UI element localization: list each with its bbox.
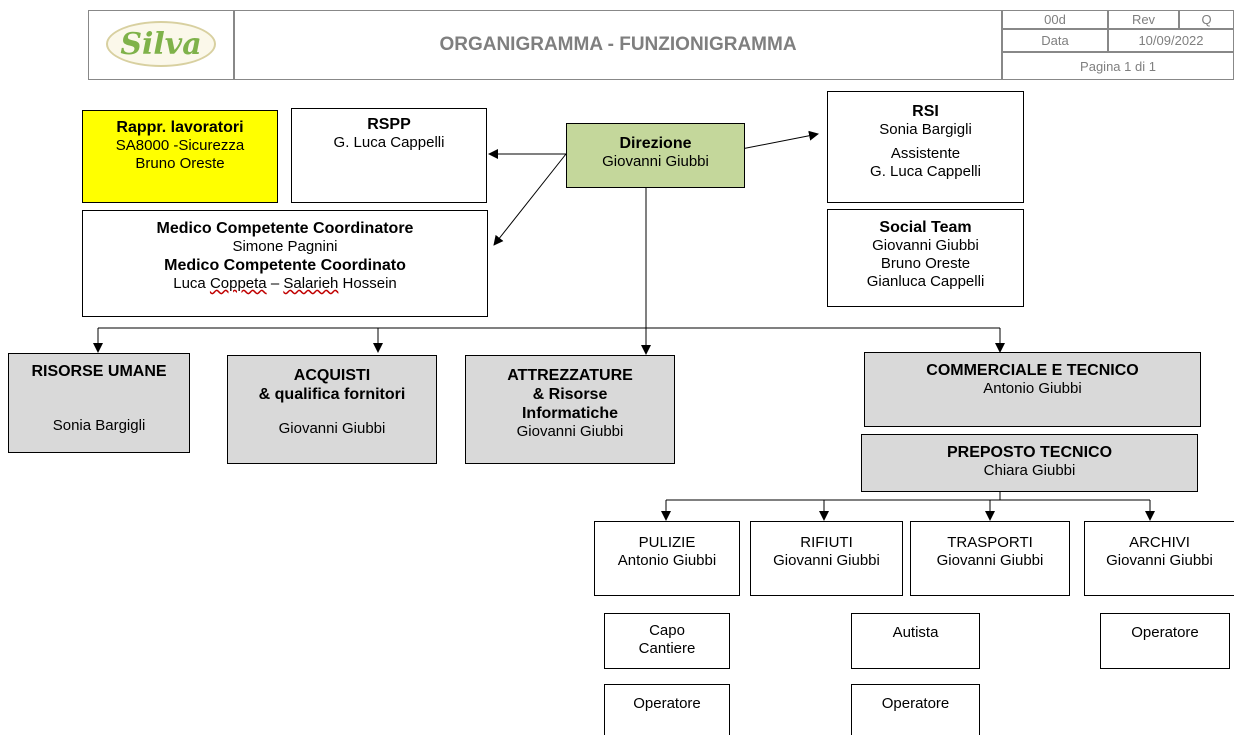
preposto-tecnico-box: PREPOSTO TECNICO Chiara Giubbi	[861, 434, 1198, 492]
rsi-box: RSI Sonia Bargigli Assistente G. Luca Ca…	[827, 91, 1024, 203]
rappr-title: Rappr. lavoratori	[116, 119, 244, 136]
commerciale-tecnico-box: COMMERCIALE E TECNICO Antonio Giubbi	[864, 352, 1201, 427]
medico-box: Medico Competente Coordinatore Simone Pa…	[82, 210, 488, 317]
rsi-assistant-role: Assistente	[890, 145, 961, 162]
logo-text: Silva	[120, 27, 202, 62]
rsi-name: Sonia Bargigli	[879, 121, 972, 138]
acquisti-name: Giovanni Giubbi	[278, 420, 386, 437]
risorse-name: Sonia Bargigli	[52, 417, 146, 434]
pulizie-title: PULIZIE	[638, 534, 696, 551]
rsi-title: RSI	[912, 103, 939, 120]
risorse-title: RISORSE UMANE	[31, 363, 167, 380]
rappr-line1: SA8000 -Sicurezza	[115, 137, 245, 154]
rifiuti-name: Giovanni Giubbi	[773, 552, 880, 569]
autista-box: Autista	[851, 613, 980, 669]
medico-title-2: Medico Competente Coordinato	[164, 257, 406, 274]
acquisti-title-2: & qualifica fornitori	[258, 386, 406, 403]
rifiuti-title: RIFIUTI	[800, 534, 853, 551]
trasporti-title: TRASPORTI	[947, 534, 1033, 551]
rspp-box: RSPP G. Luca Cappelli	[291, 108, 487, 203]
archivi-box: ARCHIVI Giovanni Giubbi	[1084, 521, 1234, 596]
medico-name-2: Luca Coppeta – Salarieh Hossein	[83, 275, 487, 293]
commerciale-title: COMMERCIALE E TECNICO	[926, 362, 1139, 379]
capo-cantiere-line2: Cantiere	[638, 640, 696, 657]
pulizie-name: Antonio Giubbi	[617, 552, 717, 569]
attrezzature-box: ATTREZZATURE & Risorse Informatiche Giov…	[465, 355, 675, 464]
attrezzature-title-2: & Risorse	[532, 386, 608, 403]
company-logo: Silva	[106, 21, 216, 67]
social-member-3: Gianluca Cappelli	[866, 273, 985, 290]
social-member-1: Giovanni Giubbi	[872, 237, 979, 254]
operatore-archivi-label: Operatore	[1131, 624, 1199, 641]
preposto-title: PREPOSTO TECNICO	[946, 444, 1113, 461]
rifiuti-box: RIFIUTI Giovanni Giubbi	[750, 521, 903, 596]
acquisti-title-1: ACQUISTI	[293, 367, 371, 384]
rsi-assistant-name: G. Luca Cappelli	[870, 163, 981, 180]
archivi-title: ARCHIVI	[1129, 534, 1190, 551]
attrezzature-name: Giovanni Giubbi	[516, 423, 624, 440]
document-title: ORGANIGRAMMA - FUNZIONIGRAMMA	[234, 10, 1002, 80]
trasporti-name: Giovanni Giubbi	[936, 552, 1044, 569]
risorse-umane-box: RISORSE UMANE Sonia Bargigli	[8, 353, 190, 453]
social-team-box: Social Team Giovanni Giubbi Bruno Oreste…	[827, 209, 1024, 307]
medico-name-2e: Hossein	[338, 275, 397, 292]
acquisti-box: ACQUISTI & qualifica fornitori Giovanni …	[227, 355, 437, 464]
medico-name-2a: Luca	[173, 275, 206, 292]
medico-name-1: Simone Pagnini	[232, 238, 338, 255]
commerciale-name: Antonio Giubbi	[983, 380, 1082, 397]
social-title: Social Team	[879, 219, 972, 236]
rev-label: Rev	[1108, 10, 1179, 29]
medico-name-2c: –	[266, 275, 284, 292]
attrezzature-title-3: Informatiche	[521, 405, 618, 422]
operatore-archivi-box: Operatore	[1100, 613, 1230, 669]
rspp-title: RSPP	[367, 116, 411, 133]
medico-title-1: Medico Competente Coordinatore	[156, 220, 414, 237]
operatore-pulizie-label: Operatore	[633, 695, 701, 712]
capo-cantiere-box: Capo Cantiere	[604, 613, 730, 669]
trasporti-box: TRASPORTI Giovanni Giubbi	[910, 521, 1070, 596]
medico-name-2d: Salarieh	[283, 275, 339, 292]
rspp-name: G. Luca Cappelli	[333, 134, 445, 151]
direzione-box: Direzione Giovanni Giubbi	[566, 123, 745, 188]
rappr-lavoratori-box: Rappr. lavoratori SA8000 -Sicurezza Brun…	[82, 110, 278, 203]
direzione-name: Giovanni Giubbi	[602, 153, 709, 170]
autista-label: Autista	[892, 624, 939, 641]
social-member-2: Bruno Oreste	[880, 255, 971, 272]
date-label: Data	[1002, 29, 1108, 52]
doc-code: 00d	[1002, 10, 1108, 29]
pulizie-box: PULIZIE Antonio Giubbi	[594, 521, 740, 596]
medico-name-2b: Coppeta	[209, 275, 267, 292]
operatore-pulizie-box: Operatore	[604, 684, 730, 735]
archivi-name: Giovanni Giubbi	[1106, 552, 1213, 569]
direzione-title: Direzione	[619, 135, 692, 152]
rappr-line2: Bruno Oreste	[135, 155, 225, 172]
attrezzature-title-1: ATTREZZATURE	[507, 367, 633, 384]
operatore-trasporti-label: Operatore	[881, 695, 950, 712]
preposto-name: Chiara Giubbi	[983, 462, 1076, 479]
capo-cantiere-line1: Capo	[649, 622, 685, 639]
logo-cell: Silva	[88, 10, 234, 80]
operatore-trasporti-box: Operatore	[851, 684, 980, 735]
